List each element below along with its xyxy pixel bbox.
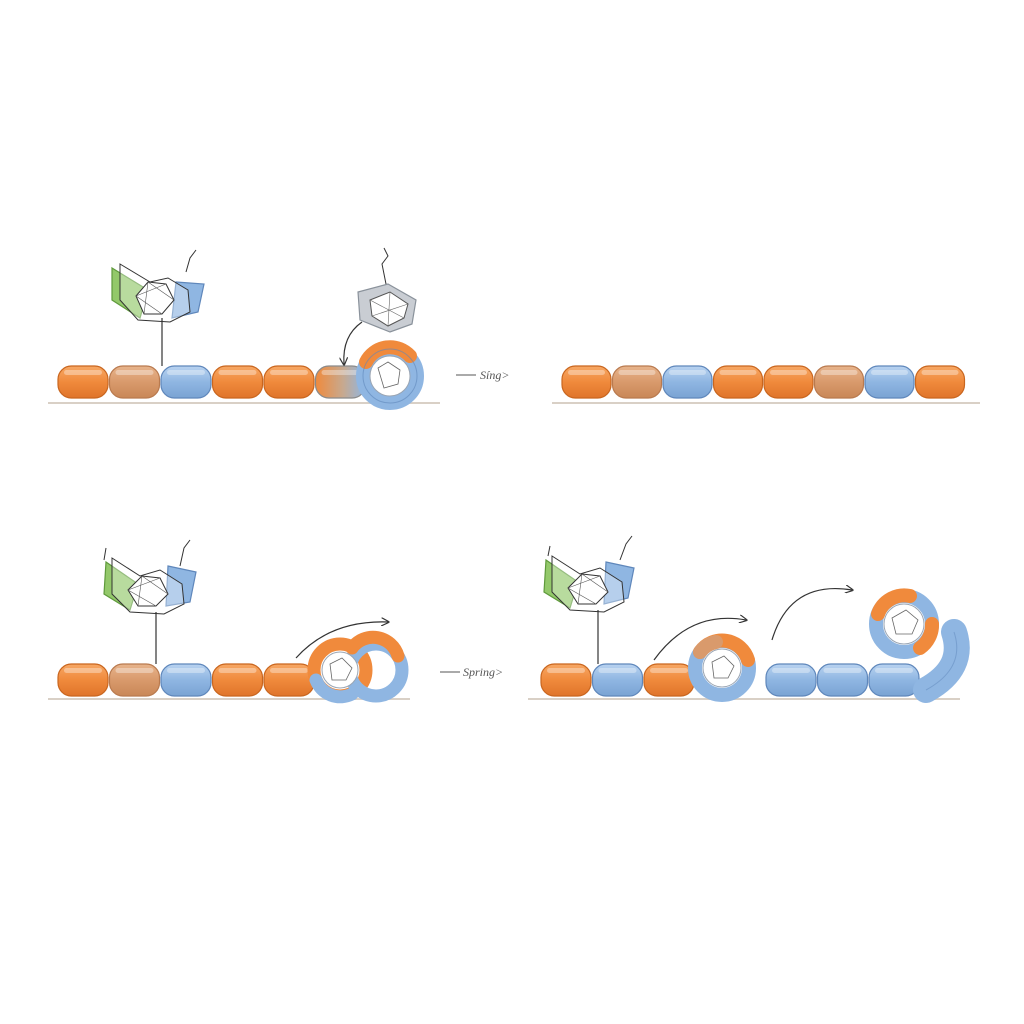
step-arrow-top: Síng> bbox=[456, 368, 509, 382]
bead-orange bbox=[914, 365, 966, 399]
bead-highlight bbox=[270, 370, 308, 375]
bead-blue bbox=[160, 365, 212, 399]
step-arrow-bottom: Spring> bbox=[440, 665, 503, 679]
enzyme-complex bbox=[543, 535, 635, 664]
enzyme-complex bbox=[103, 539, 197, 664]
coiled-loop bbox=[771, 589, 970, 703]
bead-chain bbox=[57, 365, 367, 399]
bead-highlight bbox=[547, 668, 585, 673]
arrow bbox=[653, 618, 746, 661]
bead-highlight bbox=[64, 370, 102, 375]
bead-highlight bbox=[218, 668, 257, 673]
enzyme-complex bbox=[111, 249, 205, 366]
bead-orange bbox=[57, 365, 109, 399]
bead-blue bbox=[591, 663, 644, 697]
bead-highlight bbox=[218, 370, 257, 375]
bead-highlight bbox=[823, 668, 862, 673]
bead-blue bbox=[816, 663, 869, 697]
bead-highlight bbox=[770, 370, 807, 375]
bead-tan bbox=[108, 663, 161, 697]
bead-tan bbox=[813, 365, 865, 399]
bead-highlight bbox=[167, 668, 205, 673]
bead-chain bbox=[561, 365, 966, 399]
bead-highlight bbox=[871, 370, 908, 375]
bead-chain bbox=[765, 663, 920, 697]
arrow bbox=[295, 622, 388, 659]
bead-highlight bbox=[921, 370, 959, 375]
coiled-ring bbox=[653, 618, 756, 702]
bead-orange bbox=[211, 365, 264, 399]
panel-top-left bbox=[48, 247, 440, 410]
bead-highlight bbox=[820, 370, 858, 375]
bead-blue bbox=[765, 663, 817, 697]
panel-top-right bbox=[552, 365, 980, 404]
bead-highlight bbox=[719, 370, 757, 375]
bead-highlight bbox=[321, 370, 360, 375]
bead-blue bbox=[662, 365, 713, 399]
arrow bbox=[771, 589, 852, 641]
bead-highlight bbox=[270, 668, 308, 673]
bead-highlight bbox=[115, 668, 154, 673]
bead-highlight bbox=[875, 668, 913, 673]
bead-highlight bbox=[167, 370, 205, 375]
bead-highlight bbox=[772, 668, 810, 673]
bead-highlight bbox=[650, 668, 688, 673]
bead-highlight bbox=[669, 370, 706, 375]
bead-orange bbox=[57, 663, 109, 697]
bead-orange bbox=[263, 365, 315, 399]
bead-highlight bbox=[598, 668, 637, 673]
bead-blue bbox=[160, 663, 212, 697]
bead-orange bbox=[540, 663, 592, 697]
coiled-knot bbox=[295, 622, 409, 704]
step-label-bottom: Spring> bbox=[463, 665, 503, 679]
bead-chain bbox=[540, 663, 695, 697]
bead-highlight bbox=[64, 668, 102, 673]
bead-chain bbox=[57, 663, 315, 697]
coiled-ring bbox=[356, 340, 424, 410]
bead-orange bbox=[763, 365, 814, 399]
bead-orange bbox=[561, 365, 612, 399]
panel-bottom-left bbox=[48, 539, 410, 704]
bead-blue bbox=[864, 365, 915, 399]
step-label-top: Síng> bbox=[480, 368, 509, 382]
bead-tan bbox=[611, 365, 663, 399]
bead-orange bbox=[211, 663, 264, 697]
bead-highlight bbox=[618, 370, 656, 375]
arrow bbox=[344, 321, 363, 364]
bead-highlight bbox=[115, 370, 154, 375]
bead-highlight bbox=[568, 370, 605, 375]
grey-complex bbox=[344, 247, 417, 364]
panel-bottom-right bbox=[528, 535, 970, 703]
bead-orange bbox=[712, 365, 764, 399]
bead-tan bbox=[108, 365, 161, 399]
